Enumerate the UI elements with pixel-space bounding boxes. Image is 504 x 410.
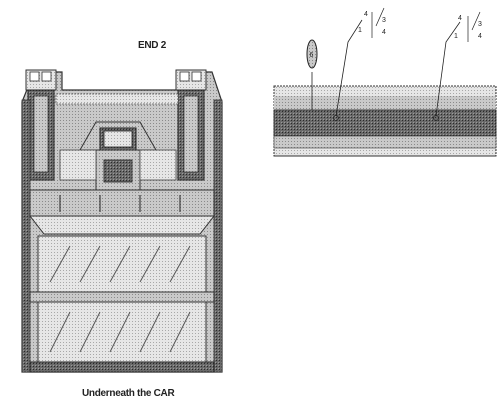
callout-1-right: 3 <box>382 17 386 24</box>
car-underside-view <box>21 69 223 373</box>
marker-oval: 6 <box>306 39 318 110</box>
callout-1-left: 1 <box>358 27 362 34</box>
callout-1-bottom: 4 <box>382 29 386 36</box>
marker-text: 6 <box>310 52 314 59</box>
callout-2-top: 4 <box>458 15 462 22</box>
side-strip-view: 4 1 3 4 4 1 3 4 <box>273 7 497 157</box>
center-coupler <box>59 121 177 191</box>
callout-2: 4 1 3 4 <box>433 11 482 121</box>
callout-1: 4 1 3 4 <box>333 7 386 121</box>
floor-panel-upper <box>37 235 207 293</box>
right-tower <box>175 69 207 181</box>
underneath-label: Underneath the CAR <box>82 388 175 399</box>
end-label: END 2 <box>138 40 166 51</box>
callout-1-top: 4 <box>364 11 368 18</box>
callout-2-right: 3 <box>478 21 482 28</box>
floor-panel-lower <box>37 301 207 363</box>
callout-2-left: 1 <box>454 33 458 40</box>
callout-2-bottom: 4 <box>478 33 482 40</box>
left-tower <box>25 69 57 181</box>
